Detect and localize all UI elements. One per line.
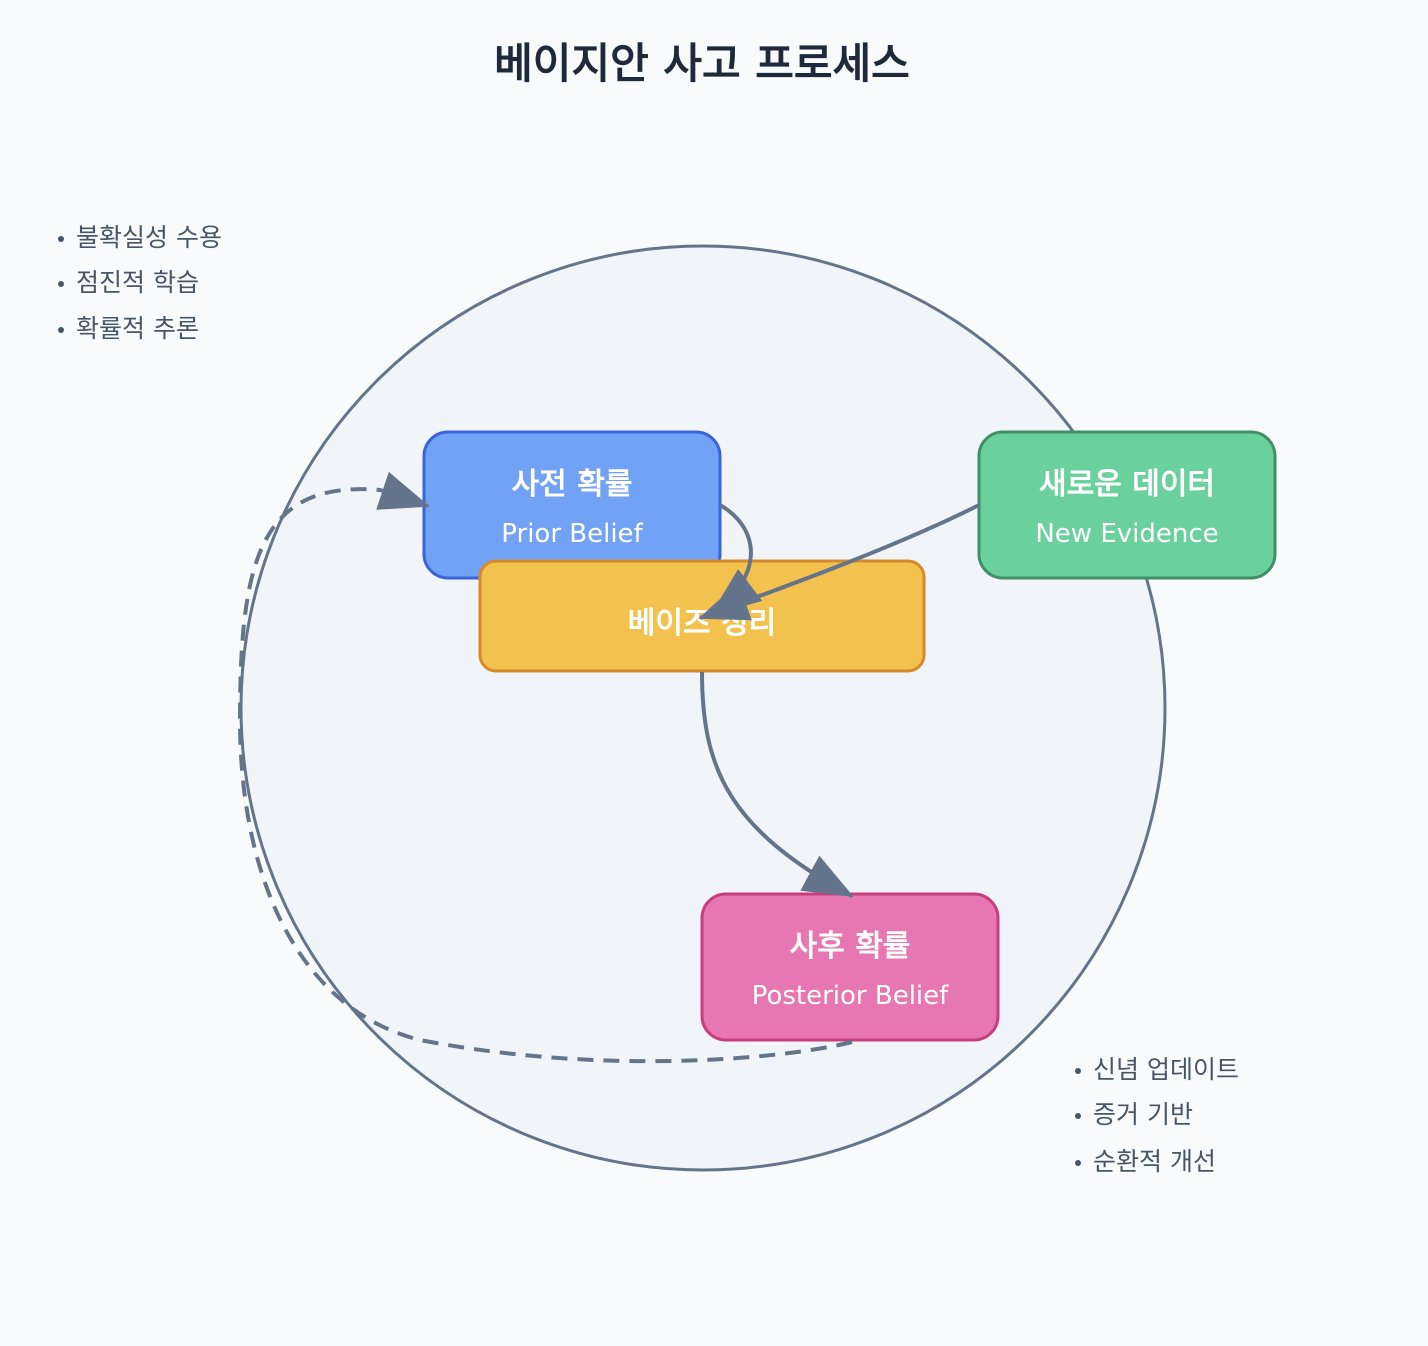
node-posterior-title: 사후 확률 xyxy=(790,929,911,964)
node-prior-title: 사전 확률 xyxy=(512,467,633,502)
note-right-item: 증거 기반 xyxy=(1093,1100,1193,1129)
node-prior-subtitle: Prior Belief xyxy=(501,519,643,549)
node-posterior-box xyxy=(700,892,1000,1042)
bullet-dot xyxy=(1075,1068,1081,1074)
bullet-dot xyxy=(58,327,64,333)
node-posterior-belief[interactable]: 사후 확률 Posterior Belief xyxy=(700,892,1000,1042)
node-evidence-title: 새로운 데이터 xyxy=(1039,467,1215,502)
bullet-dot xyxy=(58,236,64,242)
node-evidence-subtitle: New Evidence xyxy=(1035,519,1218,549)
arrow-posterior-to-prior-feedback xyxy=(237,471,853,1064)
diagram-title: 베이지안 사고 프로세스 xyxy=(494,39,910,88)
notes-left: 불확실성 수용 점진적 학습 확률적 추론 xyxy=(58,223,222,343)
note-left-item: 확률적 추론 xyxy=(76,314,199,343)
node-evidence-box xyxy=(977,430,1277,580)
bullet-dot xyxy=(1075,1160,1081,1166)
note-left-item: 점진적 학습 xyxy=(76,268,199,297)
node-prior-belief[interactable]: 사전 확률 Prior Belief xyxy=(422,430,722,580)
bullet-dot xyxy=(1075,1113,1081,1119)
node-posterior-subtitle: Posterior Belief xyxy=(752,981,949,1011)
node-new-evidence[interactable]: 새로운 데이터 New Evidence xyxy=(977,430,1277,580)
arrow-evidence-to-bayes xyxy=(698,503,980,621)
arrow-bayes-to-posterior xyxy=(700,671,854,898)
note-right-item: 순환적 개선 xyxy=(1093,1147,1216,1176)
node-bayes-title: 베이즈 정리 xyxy=(628,606,776,641)
note-left-item: 불확실성 수용 xyxy=(76,223,222,252)
node-prior-box xyxy=(422,430,722,580)
bullet-dot xyxy=(58,281,64,287)
note-right-item: 신념 업데이트 xyxy=(1093,1055,1239,1084)
notes-right: 신념 업데이트 증거 기반 순환적 개선 xyxy=(1075,1055,1239,1176)
